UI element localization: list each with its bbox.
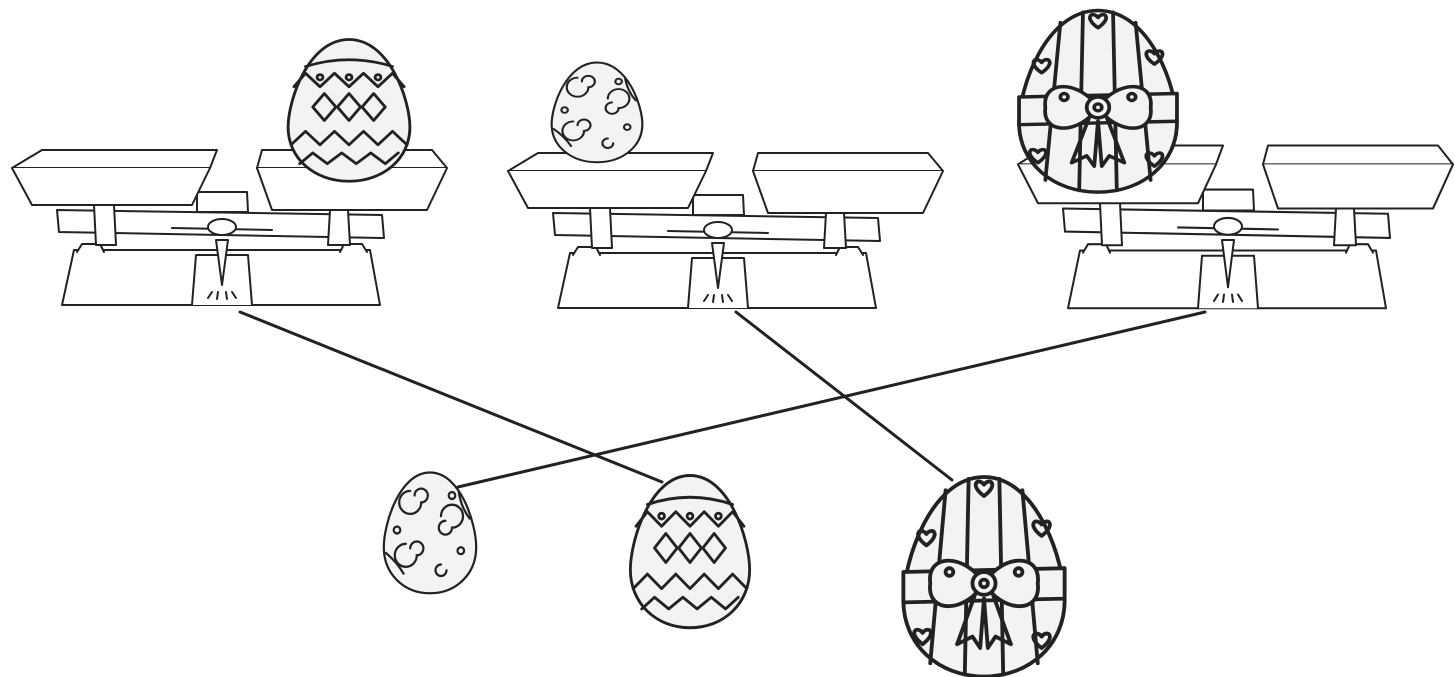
zigzag-egg[interactable] [630,476,749,628]
connection-lines [240,312,1205,487]
bow-egg[interactable] [903,477,1064,677]
connection-line-scale1-zigzag [240,312,662,482]
connection-line-scale3-swirl [458,312,1205,487]
balance-scale-3 [1018,10,1453,308]
swirl-egg[interactable] [384,473,476,594]
zigzag-egg-on-scale-1 [288,40,410,182]
balance-scale-1 [12,40,447,306]
swirl-egg-on-scale-2 [552,62,643,162]
balance-scale-2 [508,62,943,308]
bow-egg-on-scale-3 [1019,10,1177,192]
